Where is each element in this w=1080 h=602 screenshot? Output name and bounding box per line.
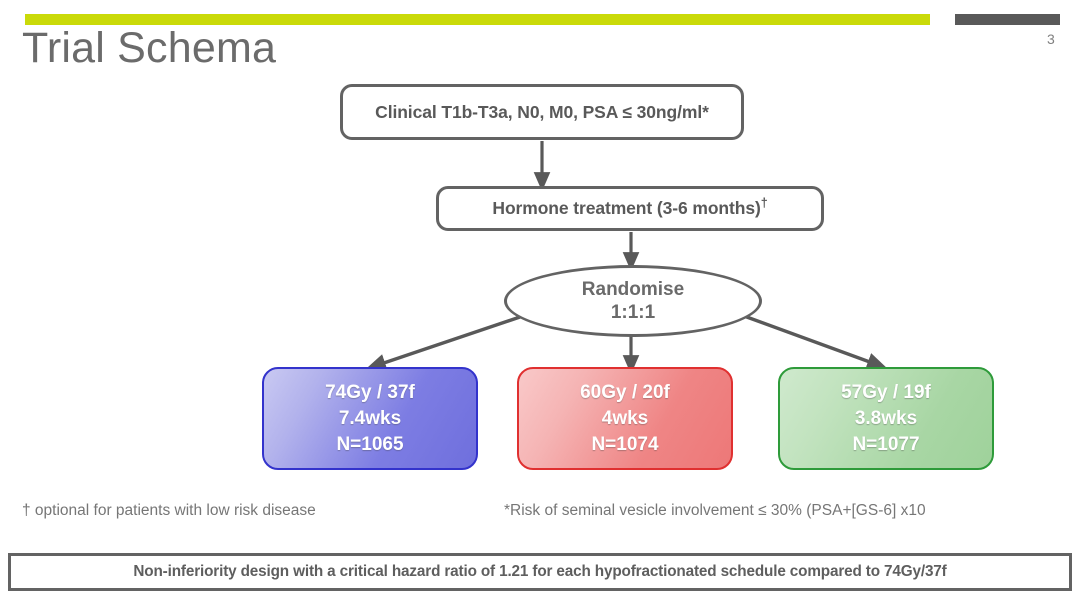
footnote-star: *Risk of seminal vesicle involvement ≤ 3… (504, 502, 926, 519)
eligibility-criteria-box: Clinical T1b-T3a, N0, M0, PSA ≤ 30ng/ml* (340, 84, 744, 140)
treatment-arm-box: 57Gy / 19f 3.8wks N=1077 (778, 367, 994, 470)
arrow-randomise-to-arm-3 (743, 314, 888, 370)
arm-sample-size: N=1077 (852, 433, 920, 455)
treatment-arm-box: 60Gy / 20f 4wks N=1074 (517, 367, 733, 470)
page-number: 3 (1047, 31, 1055, 47)
arm-sample-size: N=1074 (591, 433, 659, 455)
arm-duration: 7.4wks (338, 407, 402, 429)
non-inferiority-banner: Non-inferiority design with a critical h… (8, 553, 1072, 591)
randomise-node: Randomise 1:1:1 (504, 265, 762, 337)
randomise-label: Randomise (581, 279, 685, 300)
hormone-dagger-marker: † (760, 196, 768, 211)
hormone-treatment-text: Hormone treatment (3-6 months)† (492, 196, 768, 218)
treatment-arm-box: 74Gy / 37f 7.4wks N=1065 (262, 367, 478, 470)
eligibility-star-marker: * (702, 101, 709, 122)
hormone-treatment-box: Hormone treatment (3-6 months)† (436, 186, 824, 231)
non-inferiority-banner-text: Non-inferiority design with a critical h… (133, 563, 947, 580)
arm-duration: 4wks (601, 407, 649, 429)
eligibility-criteria-text: Clinical T1b-T3a, N0, M0, PSA ≤ 30ng/ml* (375, 101, 709, 122)
page-title: Trial Schema (22, 24, 277, 72)
header-accent-bar-secondary (955, 14, 1060, 25)
footnote-dagger: † optional for patients with low risk di… (22, 502, 316, 519)
arm-sample-size: N=1065 (336, 433, 404, 455)
randomise-ratio: 1:1:1 (610, 302, 656, 323)
arm-dose: 57Gy / 19f (841, 381, 931, 403)
arm-duration: 3.8wks (854, 407, 918, 429)
arm-dose: 74Gy / 37f (325, 381, 415, 403)
arrow-randomise-to-arm-1 (365, 315, 521, 372)
arm-dose: 60Gy / 20f (580, 381, 670, 403)
header-accent-bar (25, 14, 930, 25)
